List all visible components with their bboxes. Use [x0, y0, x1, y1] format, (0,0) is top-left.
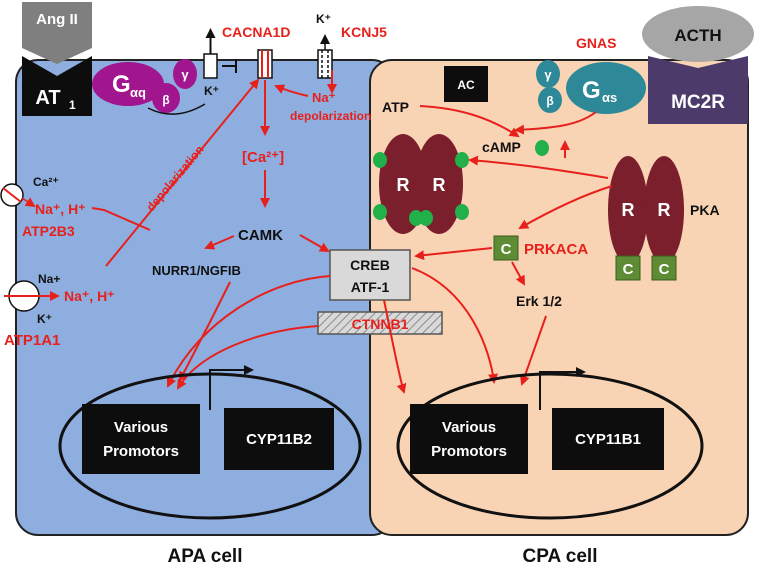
gaq-complex: G αq β γ [92, 59, 206, 115]
pka-r2-label: R [658, 200, 671, 220]
creb-box [329, 249, 411, 301]
gas-beta: β [546, 94, 553, 108]
atp-label: ATP [382, 99, 409, 115]
atp1a1-k-label: K⁺ [37, 312, 52, 326]
creb-label: CREB [350, 257, 390, 273]
cpa-promoters-line1: Various [442, 419, 496, 436]
erk-label: Erk 1/2 [516, 293, 562, 309]
cpa-cell-label: CPA cell [523, 546, 598, 567]
cacna1d-label: CACNA1D [222, 24, 290, 40]
cyp11b1-box [552, 408, 664, 470]
cyp11b2-label: CYP11B2 [246, 431, 312, 448]
gas-complex: GNAS G αs γ β [536, 35, 646, 114]
ang2-label: Ang II [36, 11, 78, 28]
camk-label: CAMK [238, 227, 283, 244]
nurr-label: NURR1/NGFIB [152, 263, 241, 278]
gaq-subscript: αq [130, 85, 146, 100]
ac-box [444, 66, 488, 102]
atp2b3-ions-label: Na⁺, H⁺ [35, 201, 86, 217]
pka-holoenzyme: R R C C PKA [608, 156, 720, 281]
apa-promoters-line1: Various [114, 419, 168, 436]
mc2r-label: MC2R [671, 92, 725, 113]
gnas-label: GNAS [576, 35, 616, 51]
gas-subscript: αs [602, 90, 617, 105]
ang2-ligand: Ang II [22, 2, 92, 64]
acth-label: ACTH [674, 26, 721, 45]
gas-label: G [582, 77, 601, 104]
r-subunits-bound: R R [373, 134, 469, 234]
na-plus-label: Na⁺ [312, 90, 336, 105]
kcnj5-label: KCNJ5 [341, 24, 387, 40]
cacna1d-channel: CACNA1D [222, 24, 290, 79]
at1-receptor: AT 1 [22, 56, 92, 116]
camp-label: cAMP [482, 139, 521, 155]
at1-subscript: 1 [69, 98, 76, 112]
cyp11b2-box [224, 408, 334, 470]
cyp11b1-label: CYP11B1 [575, 431, 641, 448]
gas-gamma: γ [544, 67, 552, 82]
atp1a1-ions-label: Na⁺, H⁺ [64, 288, 115, 304]
at1-label: AT [35, 87, 60, 109]
mc2r-receptor: MC2R [648, 56, 748, 124]
atp2b3-label: ATP2B3 [22, 223, 75, 239]
ca-concentration-label: [Ca²⁺] [242, 149, 284, 166]
gaq-beta: β [162, 93, 169, 107]
ctnnb1-label: CTNNB1 [352, 316, 409, 332]
pka-label: PKA [690, 202, 720, 218]
prkaca-label: PRKACA [524, 241, 588, 258]
cpa-promoters-line2: Promotors [431, 443, 507, 460]
apa-promoters-box [82, 404, 200, 474]
ac-label: AC [457, 78, 475, 92]
apa-cell-label: APA cell [168, 546, 243, 567]
atp1a1-label: ATP1A1 [4, 332, 60, 349]
c-free-label: C [501, 241, 512, 258]
ctnnb1-box [317, 311, 443, 335]
k-plus-left-label: K⁺ [204, 84, 219, 98]
c-free-box [493, 235, 519, 261]
apa-promoters-line2: Promotors [103, 443, 179, 460]
pka-r1-label: R [622, 200, 635, 220]
pka-c1-label: C [623, 261, 634, 278]
acth-ligand: ACTH [642, 6, 754, 62]
atp1a1-na-label: Na+ [38, 272, 60, 286]
r1-label: R [397, 175, 410, 195]
atp2b3-ca-label: Ca²⁺ [33, 175, 59, 189]
r2-label: R [433, 175, 446, 195]
k-channel-left: K⁺ [203, 28, 237, 98]
pka-c2-label: C [659, 261, 670, 278]
k-plus-top-label: K⁺ [316, 12, 331, 26]
kcnj5-channel: K⁺ KCNJ5 [316, 12, 387, 94]
gaq-gamma: γ [181, 67, 189, 82]
gaq-label: G [112, 71, 131, 98]
camp-dot [535, 140, 549, 156]
atp1a1-pump: Na+ Na⁺, H⁺ K⁺ ATP1A1 [4, 272, 115, 349]
atf1-label: ATF-1 [351, 279, 390, 295]
cpa-nucleus [396, 372, 704, 520]
depolarization-right-label: depolarization [290, 109, 371, 123]
atp2b3-pump: Ca²⁺ Na⁺, H⁺ ATP2B3 [0, 175, 151, 239]
cpa-promoters-box [410, 404, 528, 474]
